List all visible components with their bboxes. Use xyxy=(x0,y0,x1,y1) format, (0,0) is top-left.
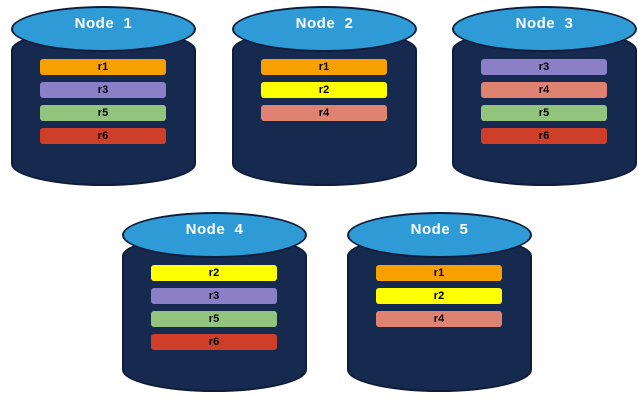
replica-list: r3 r4 r5 r6 xyxy=(481,59,607,144)
cylinder-top-icon xyxy=(232,6,417,52)
database-node-4[interactable]: Node 4 r2 r3 r5 r6 xyxy=(122,212,307,392)
replica-bar-r4[interactable]: r4 xyxy=(481,82,607,98)
replica-bar-r6[interactable]: r6 xyxy=(481,128,607,144)
database-node-1[interactable]: Node 1 r1 r3 r5 r6 xyxy=(11,6,196,186)
cylinder-top-icon xyxy=(347,212,532,258)
replica-bar-r3[interactable]: r3 xyxy=(481,59,607,75)
cylinder-top-icon xyxy=(11,6,196,52)
replica-bar-r6[interactable]: r6 xyxy=(40,128,166,144)
replica-bar-r4[interactable]: r4 xyxy=(261,105,387,121)
database-node-5[interactable]: Node 5 r1 r2 r4 xyxy=(347,212,532,392)
replica-bar-r3[interactable]: r3 xyxy=(151,288,277,304)
replica-list: r1 r3 r5 r6 xyxy=(40,59,166,144)
replica-bar-r5[interactable]: r5 xyxy=(151,311,277,327)
replica-bar-r5[interactable]: r5 xyxy=(481,105,607,121)
cylinder-top-icon xyxy=(452,6,637,52)
replica-bar-r3[interactable]: r3 xyxy=(40,82,166,98)
replica-bar-r2[interactable]: r2 xyxy=(261,82,387,98)
replica-bar-r1[interactable]: r1 xyxy=(376,265,502,281)
node-title: Node 3 xyxy=(515,15,574,32)
replica-bar-r4[interactable]: r4 xyxy=(376,311,502,327)
database-node-2[interactable]: Node 2 r1 r2 r4 xyxy=(232,6,417,186)
node-title: Node 2 xyxy=(295,15,354,32)
node-title: Node 5 xyxy=(410,221,469,238)
replica-bar-r1[interactable]: r1 xyxy=(261,59,387,75)
cylinder-top-icon xyxy=(122,212,307,258)
database-node-3[interactable]: Node 3 r3 r4 r5 r6 xyxy=(452,6,637,186)
replica-bar-r5[interactable]: r5 xyxy=(40,105,166,121)
replica-bar-r6[interactable]: r6 xyxy=(151,334,277,350)
node-title: Node 1 xyxy=(74,15,133,32)
replica-list: r1 r2 r4 xyxy=(376,265,502,327)
replica-list: r2 r3 r5 r6 xyxy=(151,265,277,350)
replica-bar-r2[interactable]: r2 xyxy=(376,288,502,304)
replica-bar-r1[interactable]: r1 xyxy=(40,59,166,75)
replica-bar-r2[interactable]: r2 xyxy=(151,265,277,281)
replica-list: r1 r2 r4 xyxy=(261,59,387,121)
node-title: Node 4 xyxy=(185,221,244,238)
